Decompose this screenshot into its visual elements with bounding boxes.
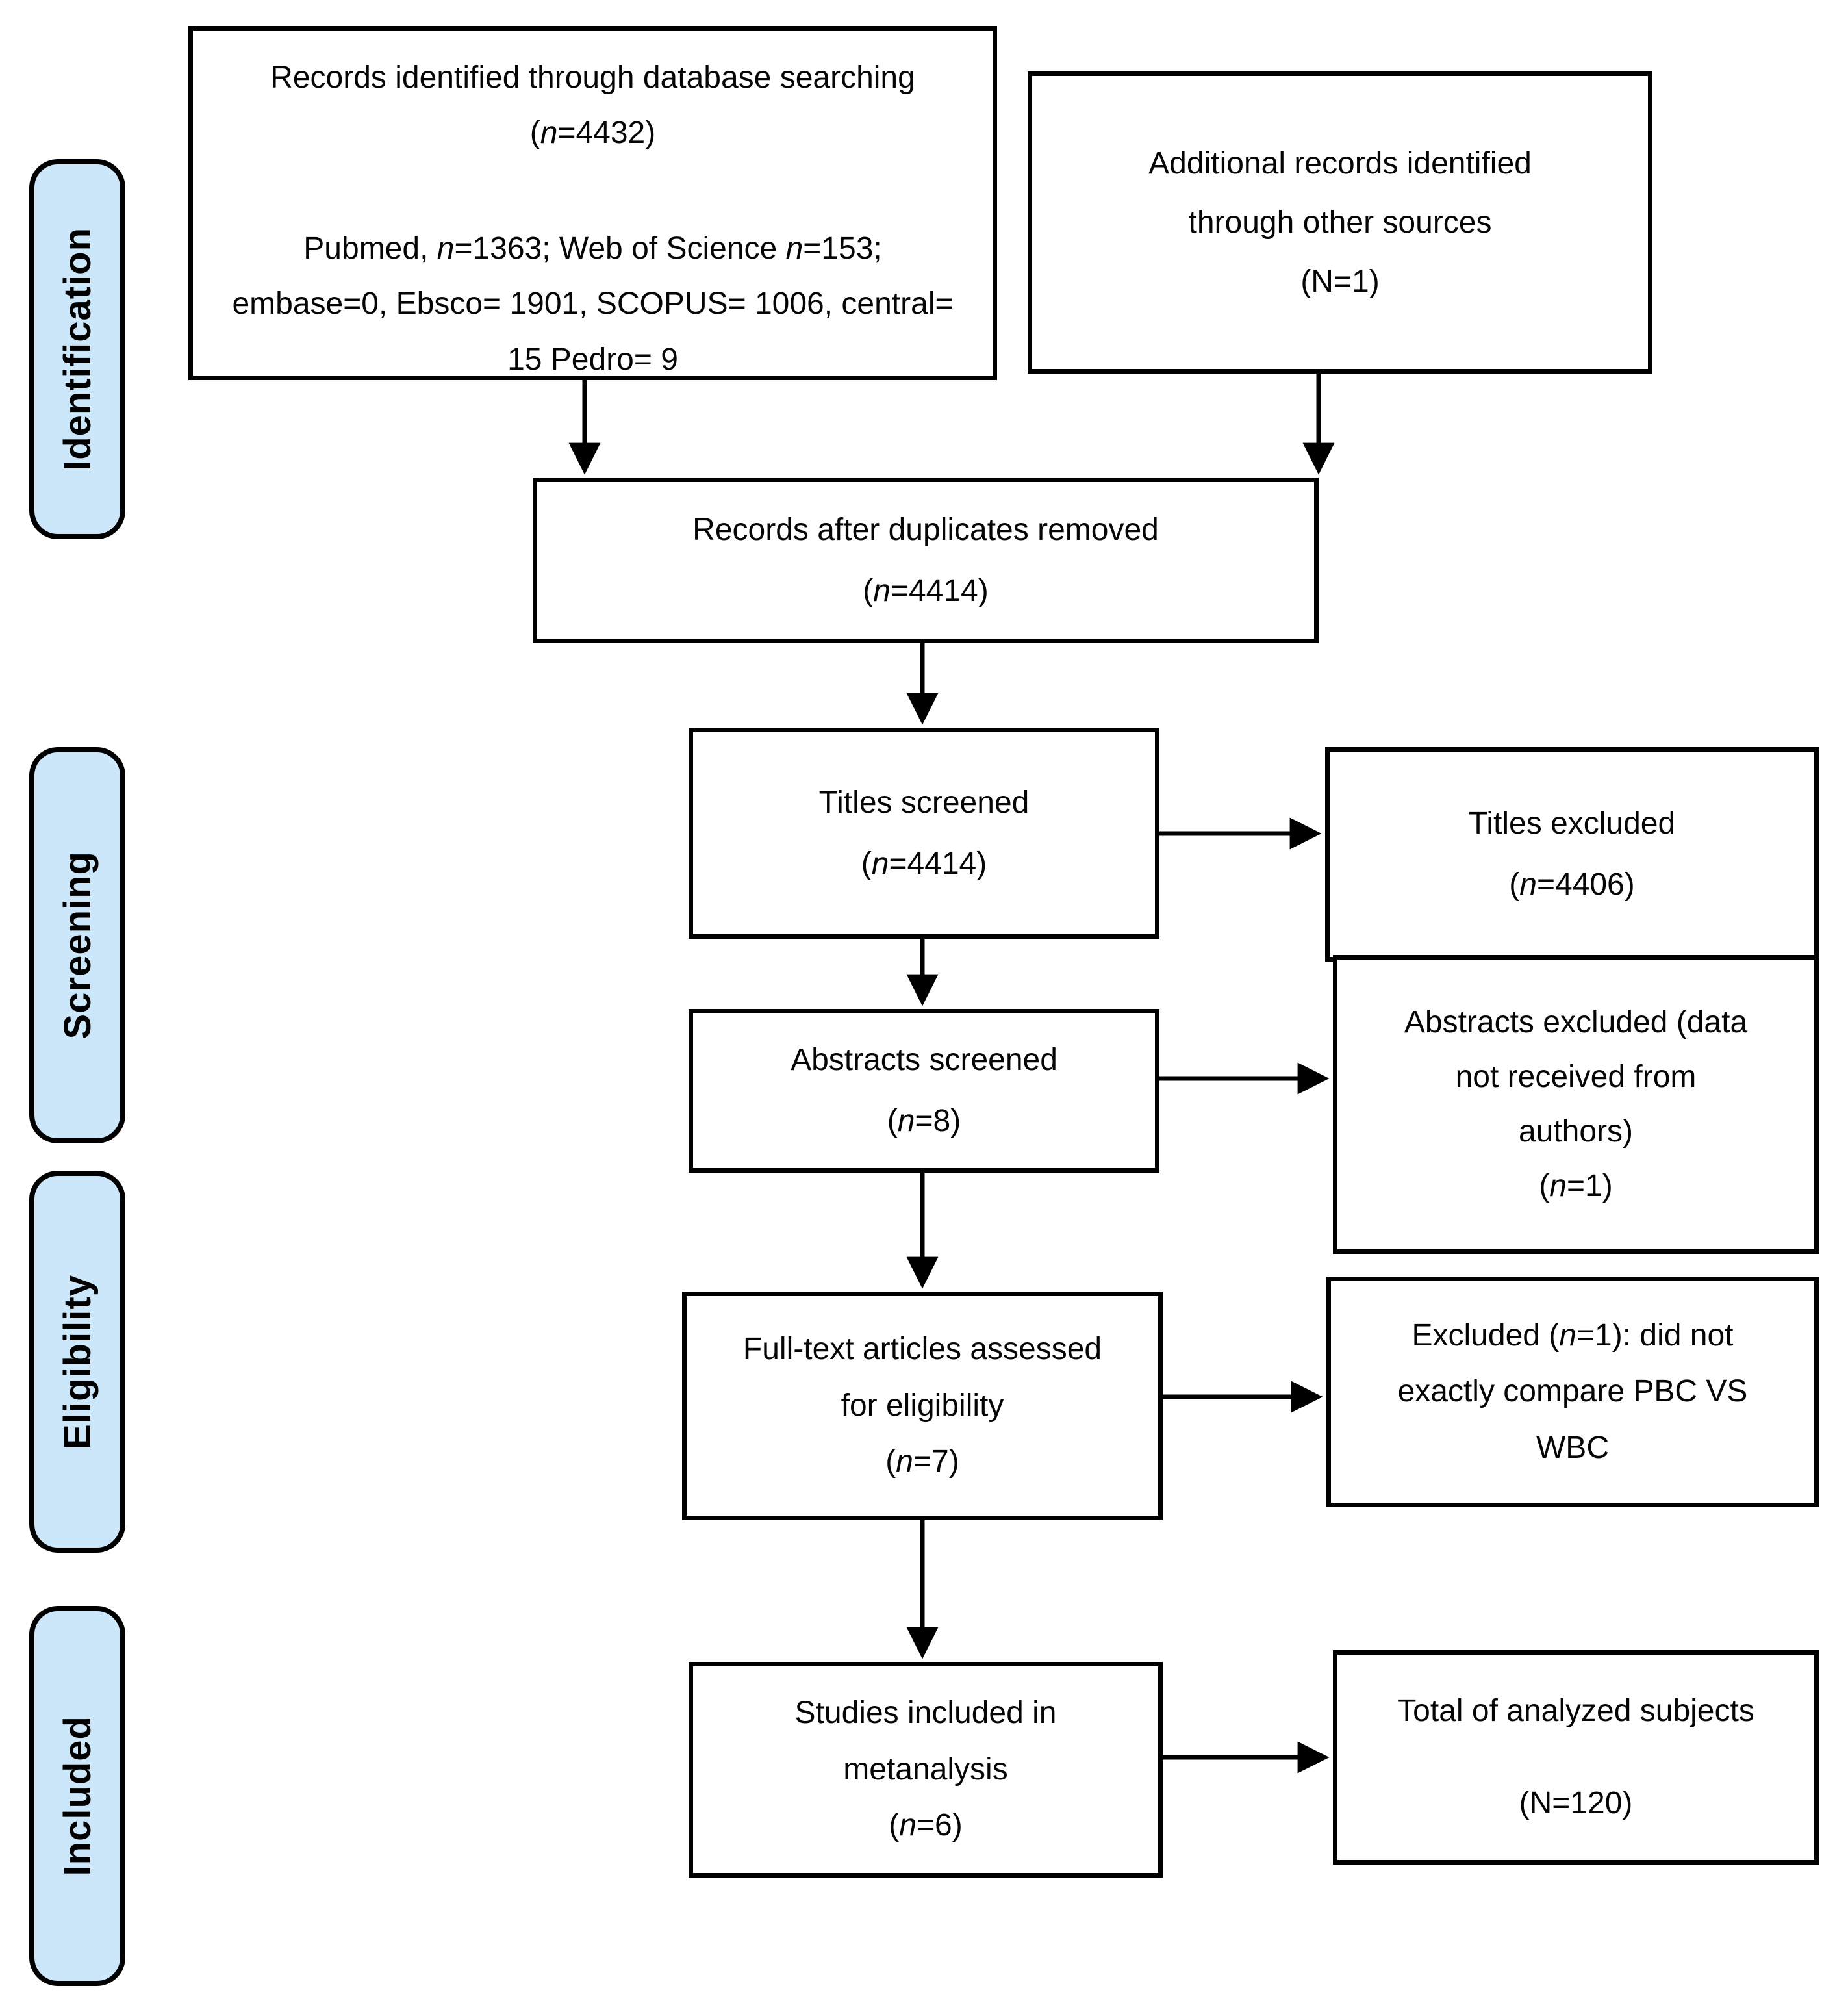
text-line: (n=4414) <box>861 846 987 881</box>
text-line: Titles screened <box>818 785 1030 820</box>
text-line: (n=7) <box>885 1444 959 1479</box>
text-line: Titles excluded <box>1468 806 1676 841</box>
box-abstracts-screened: Abstracts screened (n=8) <box>689 1009 1159 1173</box>
box-records-identified-details: Pubmed, n=1363; Web of Science n=153; em… <box>232 221 953 387</box>
text-line: Pubmed, n=1363; Web of Science n=153; <box>303 231 882 266</box>
box-studies-included: Studies included in metanalysis (n=6) <box>689 1662 1163 1878</box>
text-line: Total of analyzed subjects <box>1397 1694 1754 1729</box>
box-fulltext-excluded: Excluded (n=1): did not exactly compare … <box>1326 1277 1819 1507</box>
text-line: (n=1) <box>1539 1169 1613 1203</box>
text-line: Additional records identified <box>1148 146 1532 181</box>
stage-identification: Identification <box>29 159 125 539</box>
text-line: for eligibility <box>841 1388 1004 1423</box>
stage-eligibility: Eligibility <box>29 1171 125 1553</box>
text-line: (N=120) <box>1519 1786 1633 1820</box>
text-line: Full-text articles assessed <box>742 1332 1102 1367</box>
stage-label: Eligibility <box>56 1274 99 1449</box>
box-records-identified: Records identified through database sear… <box>188 26 997 380</box>
text-line: (n=4432) <box>529 116 656 151</box>
box-duplicates-removed: Records after duplicates removed (n=4414… <box>533 478 1319 643</box>
text-line: (n=6) <box>889 1808 963 1843</box>
text-line: through other sources <box>1188 205 1492 240</box>
text-line: metanalysis <box>843 1752 1008 1787</box>
text-line: (n=4406) <box>1509 867 1635 902</box>
text-line: authors) <box>1518 1114 1634 1149</box>
text-line: Abstracts excluded (data <box>1404 1005 1748 1039</box>
box-additional-records: Additional records identified through ot… <box>1028 71 1652 374</box>
text-line: Records identified through database sear… <box>270 60 915 95</box>
text-line: exactly compare PBC VS <box>1397 1374 1748 1409</box>
stage-label: Included <box>56 1716 99 1876</box>
text-line: Studies included in <box>794 1696 1057 1731</box>
stage-screening: Screening <box>29 747 125 1143</box>
text-line: (N=1) <box>1300 264 1380 300</box>
box-abstracts-excluded: Abstracts excluded (data not received fr… <box>1333 955 1819 1254</box>
box-fulltext-assessed: Full-text articles assessed for eligibil… <box>682 1292 1163 1520</box>
text-line: not received from <box>1455 1060 1697 1094</box>
stage-label: Screening <box>56 851 99 1039</box>
text-line: 15 Pedro= 9 <box>507 342 678 377</box>
box-total-subjects: Total of analyzed subjects (N=120) <box>1333 1650 1819 1865</box>
box-titles-excluded: Titles excluded (n=4406) <box>1325 747 1819 962</box>
stage-label: Identification <box>56 227 99 471</box>
box-titles-screened: Titles screened (n=4414) <box>689 728 1159 939</box>
text-line: Records after duplicates removed <box>692 512 1159 547</box>
text-line: Excluded (n=1): did not <box>1411 1318 1734 1353</box>
stage-included: Included <box>29 1606 125 1986</box>
text-line: WBC <box>1536 1430 1609 1465</box>
text-line: (n=8) <box>887 1104 961 1138</box>
text-line: embase=0, Ebsco= 1901, SCOPUS= 1006, cen… <box>232 287 954 322</box>
text-line: (n=4414) <box>863 573 989 608</box>
text-line: Abstracts screened <box>791 1043 1057 1078</box>
